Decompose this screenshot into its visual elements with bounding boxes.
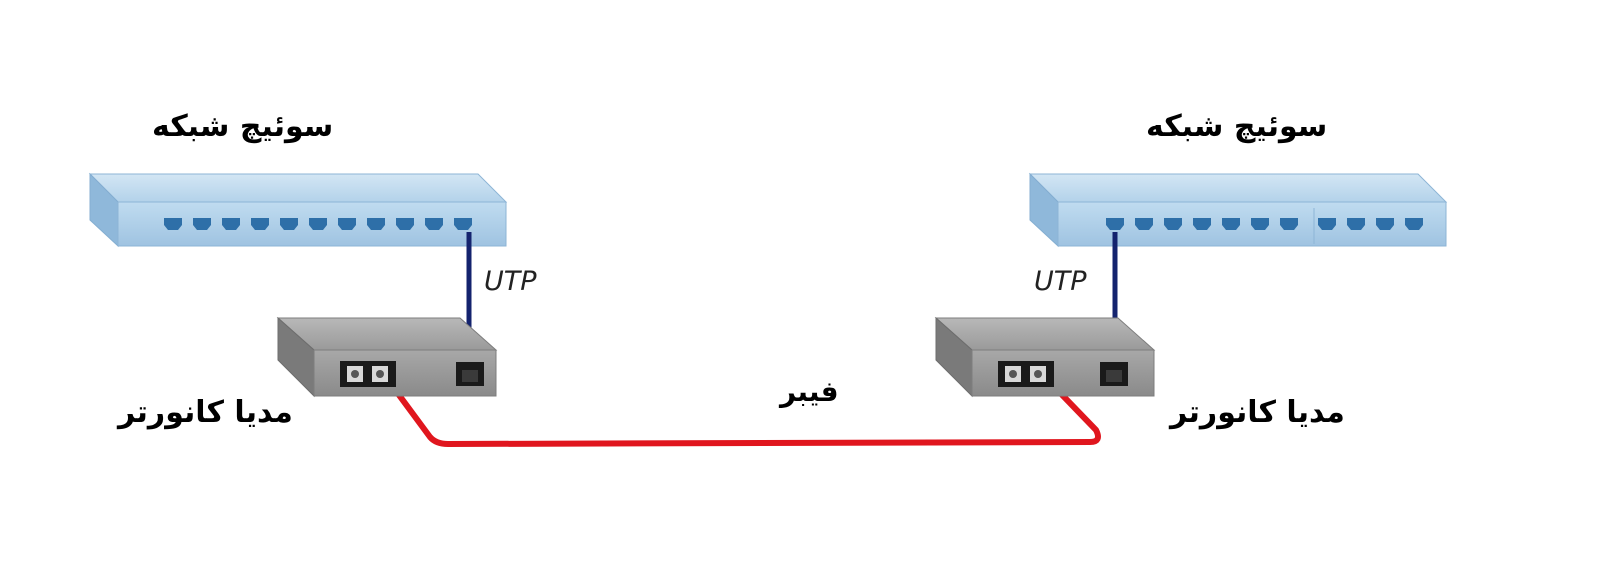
network-switch-right: [1028, 172, 1448, 248]
switch-ports-left: [164, 218, 472, 230]
right-switch-title: سوئیچ شبکه: [1146, 109, 1328, 144]
left-converter-label: مدیا کانورتر: [118, 395, 293, 430]
right-utp-label: UTP: [1034, 266, 1087, 297]
left-switch-title: سوئیچ شبکه: [152, 109, 334, 144]
fiber-label: فیبر: [780, 375, 839, 408]
right-converter-label: مدیا کانورتر: [1170, 395, 1345, 430]
left-utp-label: UTP: [484, 266, 537, 297]
fiber-cable: [379, 369, 1101, 447]
switch-ports-right: [1106, 218, 1423, 230]
media-converter-right: [934, 316, 1156, 398]
network-switch-left: [88, 172, 508, 248]
media-converter-left: [276, 316, 498, 398]
